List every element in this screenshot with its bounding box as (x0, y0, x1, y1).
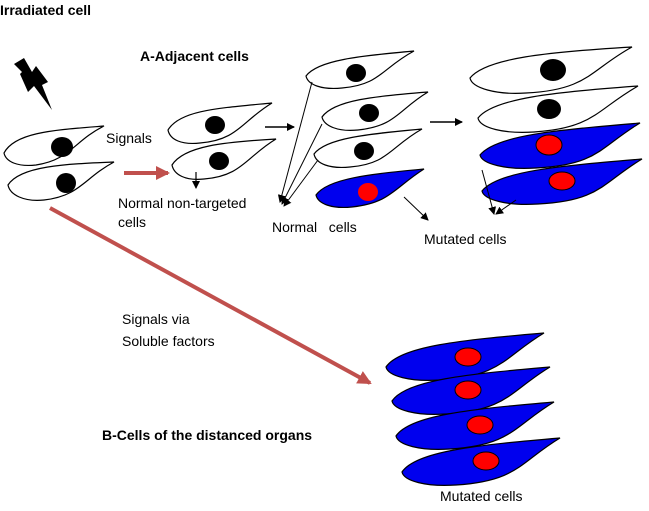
adjacent-normal-cell-3 (313, 128, 423, 169)
arrow-to-mutated-top (403, 196, 429, 221)
distanced-organs-label: B-Cells of the distanced organs (102, 427, 312, 443)
normal-cells-label: Normal cells (272, 219, 357, 235)
nucleus (472, 451, 500, 471)
mutated-cells-label-top: Mutated cells (424, 231, 506, 247)
nucleus (51, 137, 73, 157)
arrow-mutated-stack-2 (495, 199, 517, 215)
irradiated-cell-top (3, 125, 105, 167)
non-targeted-cell-bottom (171, 138, 277, 180)
nucleus (466, 415, 494, 435)
nucleus (358, 183, 378, 201)
normal-non-targeted-label-line2: cells (118, 214, 146, 230)
lightning-bolt-icon (14, 58, 52, 110)
nucleus (56, 173, 76, 193)
nucleus (537, 99, 561, 119)
nucleus (535, 134, 563, 156)
nucleus (359, 104, 379, 122)
non-targeted-cell-top (167, 102, 273, 145)
adjacent-cells-label: A-Adjacent cells (140, 48, 249, 64)
distant-mutated-cell-3 (395, 401, 555, 450)
distant-mutated-cell-4 (401, 437, 561, 486)
nucleus (548, 171, 576, 191)
result-mutated-cell-1 (479, 122, 641, 169)
result-mutated-cell-2 (481, 158, 643, 205)
signals-via-label: Signals via (122, 311, 190, 327)
nucleus (205, 116, 225, 134)
adjacent-mutated-cell (315, 168, 425, 209)
nucleus (540, 59, 566, 81)
nucleus (454, 347, 482, 367)
arrow-mutated-stack-1 (481, 169, 497, 215)
irradiated-cell-bottom (7, 161, 115, 201)
adjacent-normal-cell-2 (321, 91, 429, 131)
distant-mutated-cell-1 (385, 332, 545, 381)
red-arrow-soluble-factors (49, 206, 372, 385)
normal-non-targeted-label: Normal non-targeted (118, 195, 246, 211)
soluble-factors-label: Soluble factors (122, 333, 215, 349)
nucleus (354, 142, 374, 160)
distant-mutated-cell-2 (391, 366, 551, 415)
arrow-normal-3 (283, 159, 319, 207)
nucleus (454, 380, 482, 400)
irradiated-cell-label: Irradiated cell (0, 2, 91, 18)
result-normal-cell-2 (477, 85, 639, 133)
nucleus (209, 152, 229, 170)
arrow-normal-1 (277, 81, 313, 203)
adjacent-normal-cell-1 (305, 50, 415, 90)
signals-label: Signals (106, 130, 152, 146)
mutated-cells-label-bottom: Mutated cells (440, 488, 522, 504)
nucleus (346, 64, 366, 82)
arrow-normal-2 (281, 123, 323, 205)
result-normal-cell-1 (469, 46, 633, 94)
